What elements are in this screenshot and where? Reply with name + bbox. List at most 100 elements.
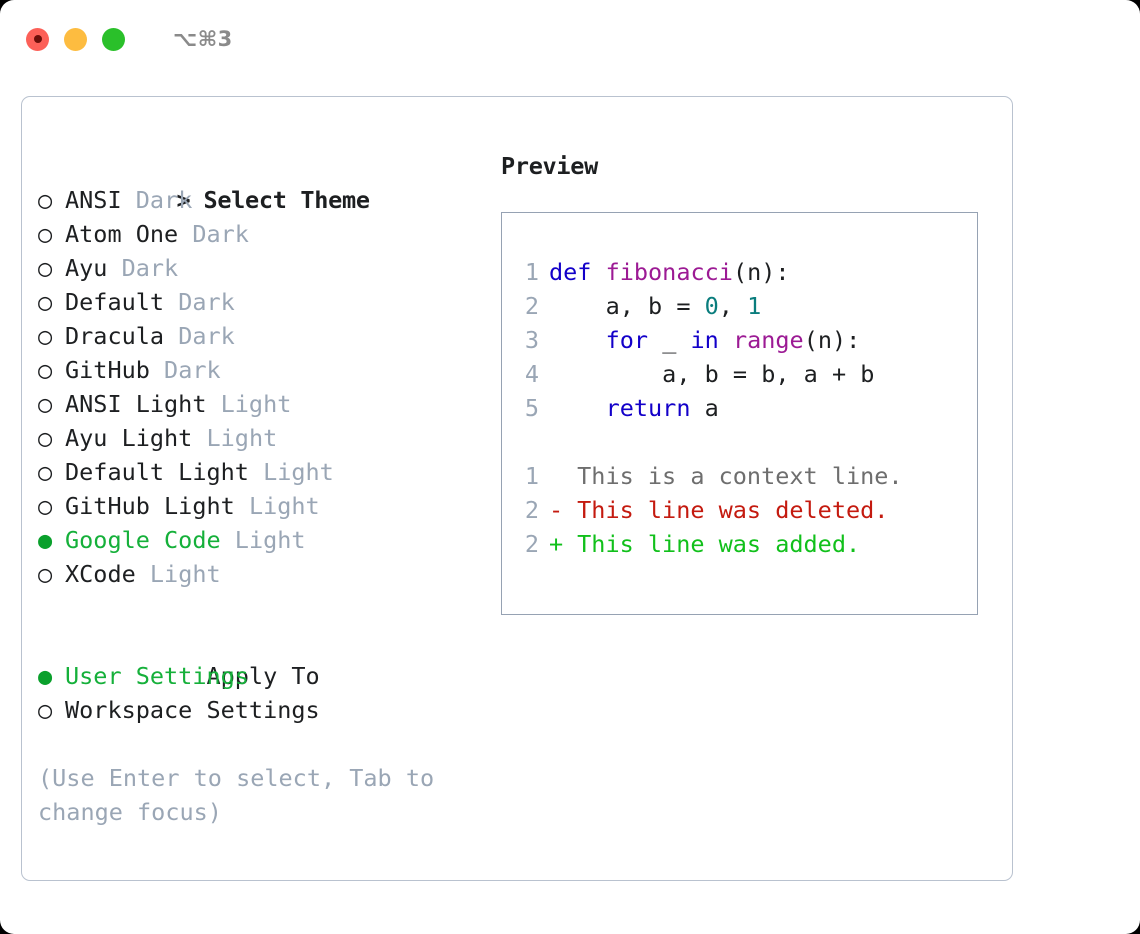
diff-gap xyxy=(515,425,967,459)
code-line-number: 5 xyxy=(524,394,539,422)
theme-list-item[interactable]: ● Google Code Light xyxy=(38,523,488,557)
code-token: return xyxy=(605,394,691,422)
radio-unselected-icon: ○ xyxy=(38,322,53,350)
theme-name-label: Ayu xyxy=(65,254,108,282)
theme-list-item[interactable]: ○ ANSI Dark xyxy=(38,183,488,217)
close-window-button[interactable] xyxy=(26,27,49,51)
diff-line: 1 This is a context line. xyxy=(515,459,967,493)
diff-line-number: 1 xyxy=(524,462,539,490)
radio-selected-icon: ● xyxy=(38,526,53,554)
apply-to-list: ● User Settings ○Workspace Settings xyxy=(38,659,488,727)
apply-to-label: User Settings xyxy=(65,662,249,690)
minimize-window-button[interactable] xyxy=(64,27,87,51)
theme-list-item[interactable]: ○Default Light Light xyxy=(38,455,488,489)
maximize-window-button[interactable] xyxy=(102,27,125,51)
diff-line: 2 + This line was added. xyxy=(515,527,967,561)
code-line-number: 2 xyxy=(524,292,539,320)
theme-variant-label: Dark xyxy=(121,254,179,282)
theme-name-label: ANSI Light xyxy=(65,390,207,418)
code-token xyxy=(549,394,606,422)
code-token: (n): xyxy=(803,326,861,354)
theme-name-label: XCode xyxy=(65,560,136,588)
apply-to-item[interactable]: ○Workspace Settings xyxy=(38,693,488,727)
apply-to-heading: Apply To xyxy=(38,625,488,690)
theme-name-label: ANSI xyxy=(65,186,122,214)
keyboard-shortcut-label: ⌥⌘3 xyxy=(173,27,233,51)
diff-marker-gap xyxy=(563,496,577,524)
radio-unselected-icon: ○ xyxy=(38,696,53,724)
theme-label-gap xyxy=(221,526,235,554)
theme-label-gap xyxy=(122,186,136,214)
theme-label-gap xyxy=(235,492,249,520)
theme-list-item[interactable]: ○Default Dark xyxy=(38,285,488,319)
theme-list-item[interactable]: ○GitHub Light Light xyxy=(38,489,488,523)
theme-variant-label: Light xyxy=(263,458,334,486)
code-token: _ xyxy=(648,326,691,354)
theme-variant-label: Light xyxy=(234,526,306,554)
theme-list-item[interactable]: ○Atom One Dark xyxy=(38,217,488,251)
code-token: a, b = xyxy=(549,292,705,320)
theme-label-gap xyxy=(164,322,178,350)
theme-name-label: GitHub xyxy=(65,356,150,384)
diff-line-text: This line was added. xyxy=(577,530,861,558)
code-token: in xyxy=(690,326,719,354)
theme-name-label: GitHub Light xyxy=(65,492,235,520)
theme-variant-label: Dark xyxy=(164,356,221,384)
theme-name-label: Default Light xyxy=(65,458,249,486)
list-spacer xyxy=(38,591,488,625)
theme-variant-label: Light xyxy=(248,492,320,520)
code-line: 3 for _ in range(n): xyxy=(515,323,967,357)
code-line-number: 4 xyxy=(524,360,539,388)
radio-unselected-icon: ○ xyxy=(38,288,53,316)
radio-unselected-icon: ○ xyxy=(38,220,53,248)
theme-list-item[interactable]: ○Dracula Dark xyxy=(38,319,488,353)
theme-variant-label: Light xyxy=(206,424,278,452)
code-line: 5 return a xyxy=(515,391,967,425)
diff-line-number: 2 xyxy=(524,530,539,558)
radio-unselected-icon: ○ xyxy=(38,560,53,588)
code-line: 4 a, b = b, a + b xyxy=(515,357,967,391)
theme-list-item[interactable]: ○GitHub Dark xyxy=(38,353,488,387)
keyboard-hint-text: (Use Enter to select, Tab to change focu… xyxy=(38,764,435,826)
radio-unselected-icon: ○ xyxy=(38,186,53,214)
code-line: 2 a, b = 0, 1 xyxy=(515,289,967,323)
theme-list-item[interactable]: ○ Ayu Light Light xyxy=(38,421,488,455)
theme-variant-label: Dark xyxy=(135,186,193,214)
theme-name-label: Google Code xyxy=(65,526,221,554)
select-theme-heading: > Select Theme xyxy=(38,149,488,214)
theme-list-item[interactable]: ○ANSI Light Light xyxy=(38,387,488,421)
theme-variant-label: Dark xyxy=(178,322,235,350)
diff-marker-icon: + xyxy=(549,530,564,558)
code-token: , xyxy=(718,292,748,320)
radio-unselected-icon: ○ xyxy=(38,390,53,418)
diff-line-number: 2 xyxy=(524,496,539,524)
theme-label-gap xyxy=(178,220,192,248)
theme-label-gap xyxy=(192,424,206,452)
diff-marker-icon: - xyxy=(549,496,564,524)
theme-list-item[interactable]: ○Ayu Dark xyxy=(38,251,488,285)
theme-label-gap xyxy=(249,458,263,486)
code-token: (n): xyxy=(732,258,790,286)
code-token: for xyxy=(605,326,649,354)
theme-variant-label: Light xyxy=(149,560,221,588)
diff-line-text: This line was deleted. xyxy=(577,496,889,524)
apply-to-item[interactable]: ● User Settings xyxy=(38,659,488,693)
code-token: a, b = b, a + b xyxy=(549,360,875,388)
code-token: a xyxy=(690,394,719,422)
theme-list-item[interactable]: ○ XCode Light xyxy=(38,557,488,591)
radio-unselected-icon: ○ xyxy=(38,424,53,452)
code-token xyxy=(549,326,606,354)
diff-line: 2- This line was deleted. xyxy=(515,493,967,527)
prompt-caret-icon: > xyxy=(176,186,191,214)
code-token: 0 xyxy=(704,292,719,320)
diff-marker-gap xyxy=(563,462,577,490)
select-theme-heading-label: Select Theme xyxy=(203,186,370,214)
theme-name-label: Ayu Light xyxy=(65,424,193,452)
radio-selected-icon: ● xyxy=(38,662,53,690)
diff-marker-icon xyxy=(549,459,563,493)
